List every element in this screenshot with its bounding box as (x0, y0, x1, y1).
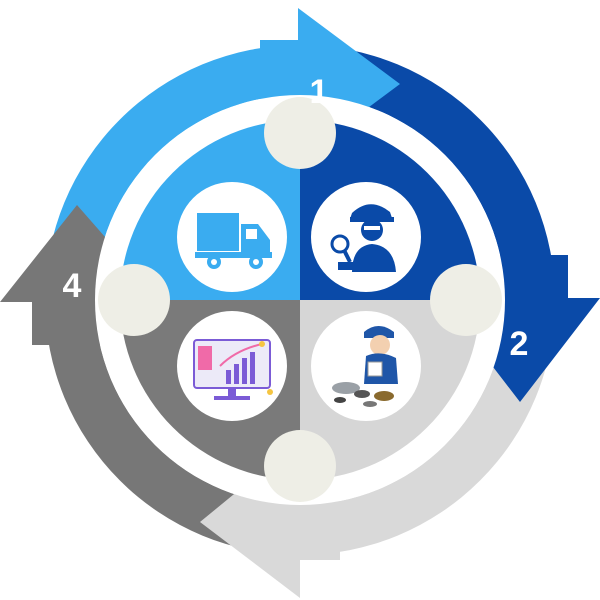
step-2-number: 2 (510, 325, 529, 363)
connector-bottom (264, 430, 336, 502)
delivery-truck-icon (177, 182, 287, 292)
step-1-number: 1 (310, 73, 329, 111)
connector-left (98, 264, 170, 336)
worker-collecting-debris-icon (311, 311, 421, 421)
step-4-number: 4 (63, 267, 82, 305)
connector-top (264, 97, 336, 169)
connector-right (430, 264, 502, 336)
analytics-monitor-icon (177, 311, 287, 421)
inspector-with-magnifier-icon (311, 182, 421, 292)
